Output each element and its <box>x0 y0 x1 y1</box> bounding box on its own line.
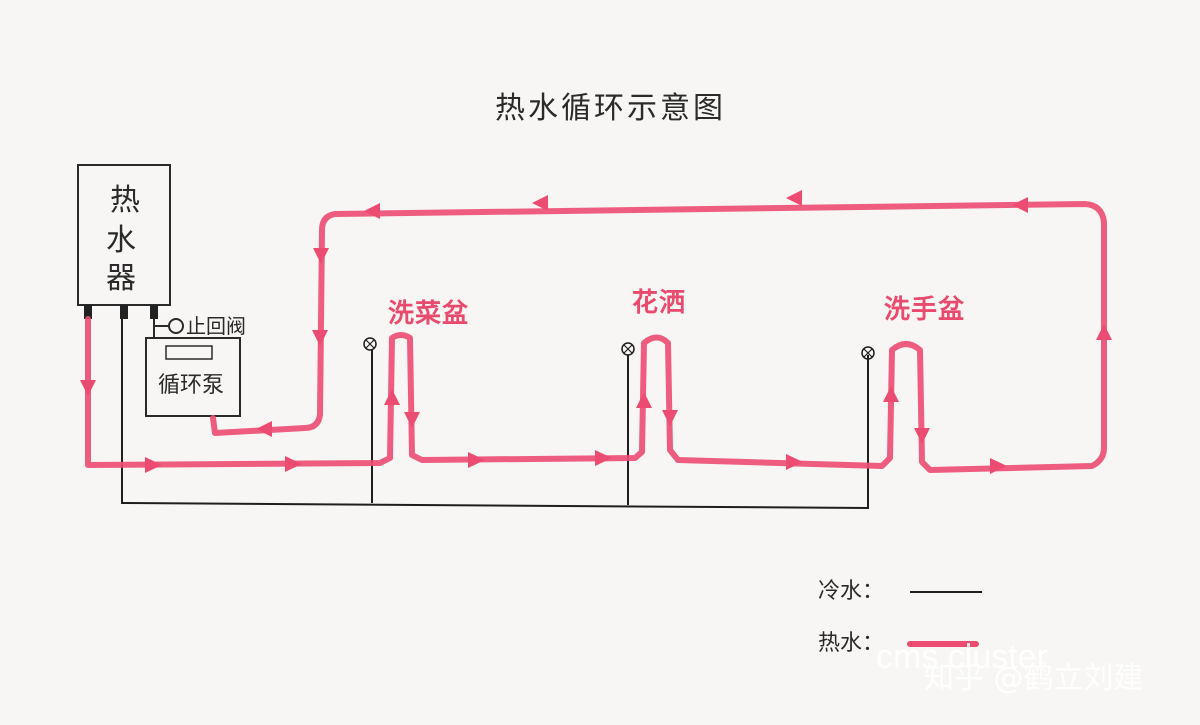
cold-water-main-pipe <box>121 319 869 510</box>
check-valve: 止回阀 <box>153 314 246 338</box>
fixture-label-shower: 花洒 <box>632 288 686 318</box>
watermark: cms cluster 知乎 @鹤立刘建 <box>876 638 1144 696</box>
water-heater-label-line-2: 水 <box>106 223 136 258</box>
legend-cold-label: 冷水： <box>818 579 884 604</box>
heater-outlet-stub <box>84 305 92 319</box>
arrow-up-shower <box>636 392 652 408</box>
arrow-down-return-2 <box>312 330 328 346</box>
pump-box <box>145 337 241 417</box>
arrow-right-6 <box>990 458 1007 474</box>
watermark-chinese: 知乎 @鹤立刘建 <box>924 661 1144 696</box>
arrow-left-2 <box>786 190 802 206</box>
arrow-left-3 <box>532 195 548 211</box>
heater-return-stub <box>150 305 158 319</box>
legend-hot-label: 热水： <box>818 631 884 656</box>
arrow-right-3 <box>468 452 485 468</box>
hot-water-loop-pipe <box>85 201 1107 473</box>
diagram-title: 热水循环示意图 <box>495 91 726 126</box>
valve-shower <box>621 342 635 356</box>
arrow-up-sink <box>384 389 400 405</box>
arrow-right-5 <box>786 454 803 470</box>
fixture-label-sink: 洗菜盆 <box>388 298 469 329</box>
check-valve-icon <box>168 318 184 334</box>
valve-washbasin <box>861 346 875 360</box>
water-heater-label-line-3: 器 <box>106 261 136 296</box>
heater-inlet-stub <box>120 305 128 319</box>
water-heater-label-line-1: 热 <box>110 183 140 218</box>
arrow-left-1 <box>1012 197 1028 213</box>
pump-panel <box>165 345 213 360</box>
arrow-left-to-pump <box>256 421 272 437</box>
arrow-right-2 <box>285 456 302 472</box>
watermark-latin: cms cluster <box>876 638 1048 676</box>
pump-label: 循环泵 <box>158 373 224 398</box>
check-valve-label: 止回阀 <box>186 314 246 338</box>
arrow-up-riser <box>1096 324 1112 340</box>
valve-sink <box>363 337 377 351</box>
legend: 冷水： 热水： <box>818 579 982 656</box>
arrow-down-sink <box>404 412 420 428</box>
circulation-pump: 循环泵 <box>145 337 241 417</box>
arrow-right-4 <box>595 450 612 466</box>
arrow-left-4 <box>364 203 380 219</box>
arrow-down-heater <box>80 380 96 396</box>
arrow-up-washbasin <box>883 386 899 402</box>
arrow-down-washbasin <box>914 428 930 444</box>
arrow-right-1 <box>145 457 162 473</box>
arrow-down-return-1 <box>313 248 329 264</box>
arrow-down-shower <box>662 410 678 426</box>
water-heater: 热 水 器 <box>77 164 171 319</box>
fixture-label-washbasin: 洗手盆 <box>884 294 965 325</box>
